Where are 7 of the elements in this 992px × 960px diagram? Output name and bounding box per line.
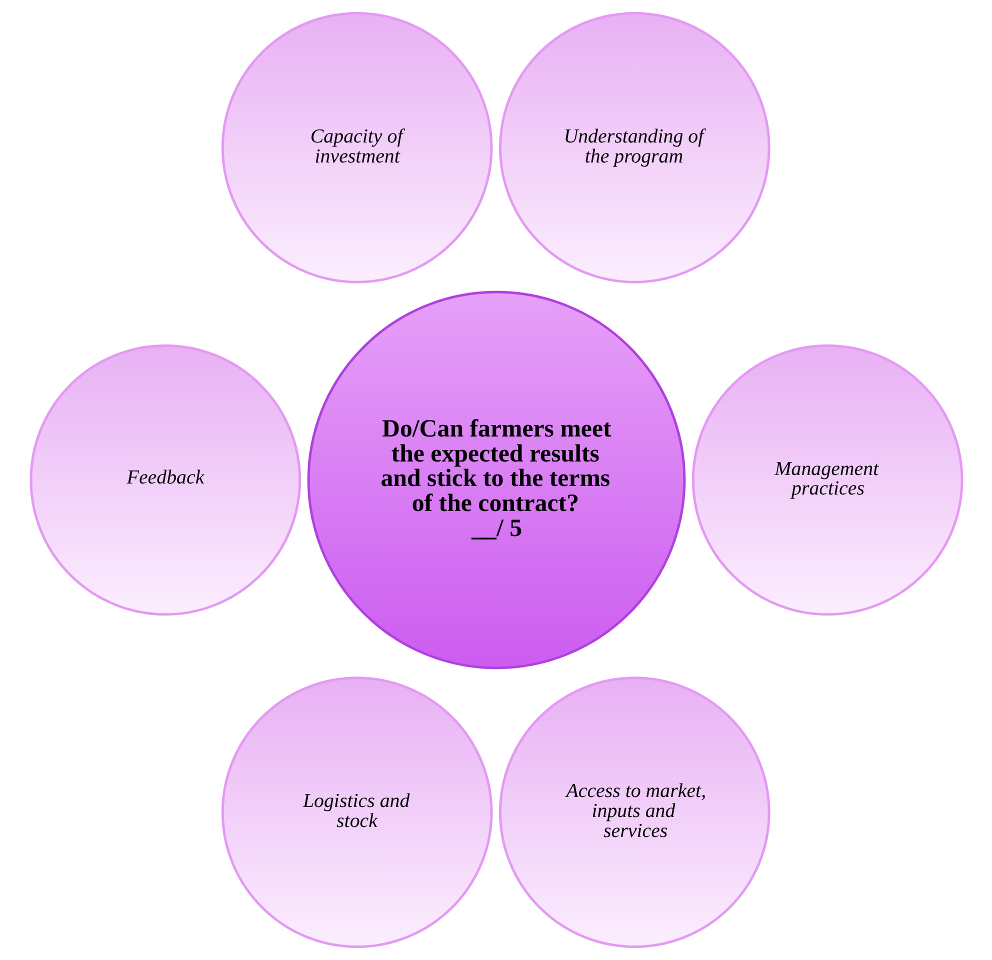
node-circle: Management practices <box>691 344 963 616</box>
node-circle: Do/Can farmers meet the expected results and stick to the terms of the contract? __/ 5 <box>306 290 686 670</box>
node-circle: Access to market, inputs and services <box>498 676 770 948</box>
node-circle: Feedback <box>29 344 301 616</box>
node-circle: Logistics and stock <box>220 676 492 948</box>
node-circle: Understanding of the program <box>498 12 770 284</box>
node-circle: Capacity of investment <box>220 12 492 284</box>
